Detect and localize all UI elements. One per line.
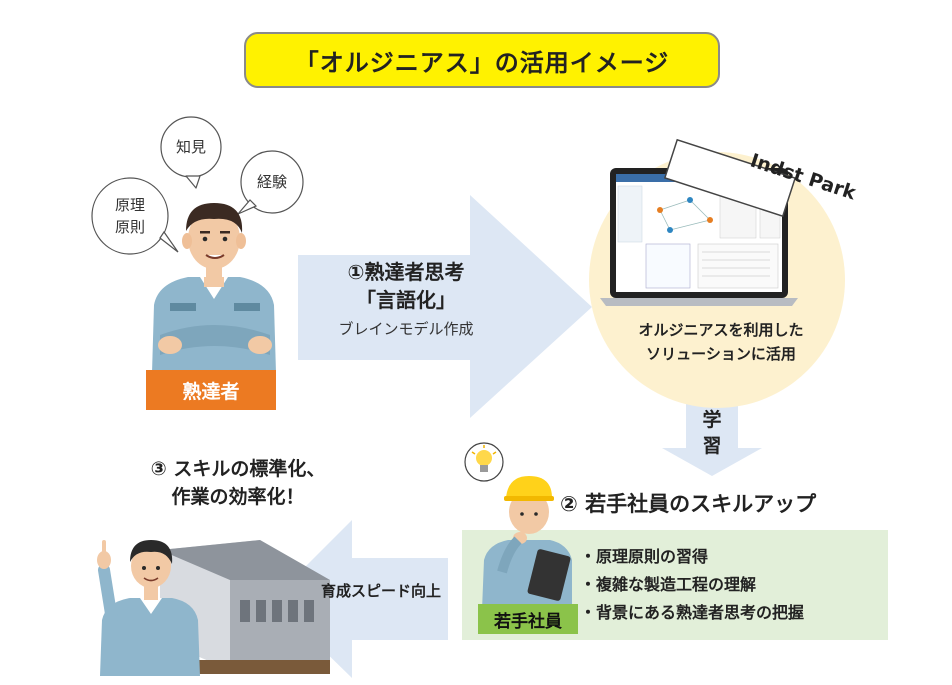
step3-title-line1: ③ スキルの標準化、 [150,458,326,480]
arrow-down-learn [662,398,762,476]
step3-title: ③ スキルの標準化、 作業の効率化！ [118,455,358,511]
speed-label: 育成スピード向上 [320,582,441,600]
arrow-right-step1 [298,195,592,418]
learn-char-2: 習 [702,435,722,457]
expert-label: 熟達者 [146,370,276,410]
bubble-chishiki [160,116,222,189]
bubble-text-chishiki: 知見 [175,138,206,156]
step1-subtitle: ブレインモデル作成 [338,320,474,338]
bullet-item: ・複雑な製造工程の理解 [580,575,757,594]
factory-worker-illustration [97,540,330,676]
expert-person-illustration [152,203,276,373]
platform-caption-line2: ソリューションに活用 [646,345,796,363]
bullet-item: ・背景にある熟達者思考の把握 [580,603,805,622]
step2-title: ② 若手社員のスキルアップ [560,492,817,516]
indst-park-badge [663,138,797,218]
young-worker-illustration [464,442,572,610]
young-worker-label: 若手社員 [478,604,578,634]
step1-title-line2: 「言語化」 [356,288,456,312]
platform-caption: オルジニアスを利用した ソリューションに活用 [596,318,846,366]
lightbulb-icon [464,442,504,482]
page-title: 「オルジニアス」の活用イメージ [244,32,720,88]
step2-bullet-list: ・原理原則の習得 ・複雑な製造工程の理解 ・背景にある熟達者思考の把握 [580,543,804,627]
laptop-base [600,298,798,306]
platform-illustration [589,138,845,408]
learn-char-1: 学 [702,409,722,431]
bubble-text-gensoku: 原則 [114,218,145,236]
bubble-text-genri: 原理 [114,196,145,214]
step3-title-line2: 作業の効率化！ [171,486,305,508]
bubble-genri [91,177,179,255]
step1-title: ①熟達者思考 「言語化」 [296,258,516,314]
step1-title-line1: ①熟達者思考 [347,260,465,284]
bubble-text-keiken: 経験 [256,173,287,191]
bullet-item: ・原理原則の習得 [580,547,709,566]
bubble-text-genri-1: 原理 原則 [100,194,160,238]
bubble-keiken [237,150,304,215]
platform-caption-line1: オルジニアスを利用した [638,321,804,339]
learn-label: 学 習 [692,407,732,459]
factory-building-icon [150,540,330,674]
